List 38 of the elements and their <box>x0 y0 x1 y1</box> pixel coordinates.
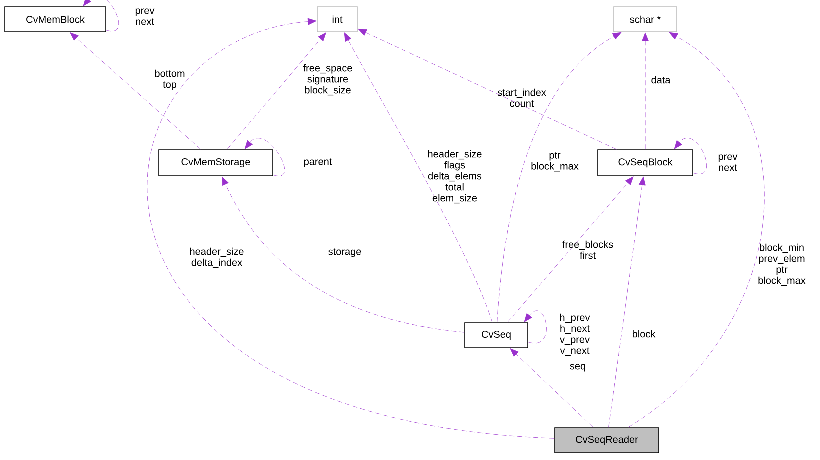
edge-label: start_index count <box>498 88 546 108</box>
edge-label: header_size flags delta_elems total elem_size <box>428 150 482 204</box>
edge-label: parent <box>304 158 332 168</box>
arrow <box>608 176 646 428</box>
edge-label: prev next <box>136 8 155 26</box>
edge-label: storage <box>328 248 362 258</box>
edge-label: header_size delta_index <box>190 248 244 268</box>
arrow <box>227 32 326 150</box>
arrow <box>70 32 202 150</box>
class-box: CvMemBlock <box>4 6 106 32</box>
class-box: CvSeq <box>464 322 528 348</box>
arrow <box>507 176 634 323</box>
arrow <box>222 176 465 333</box>
edge-label: seq <box>570 364 586 372</box>
arrow <box>147 18 555 439</box>
arrow <box>83 0 119 32</box>
arrow <box>674 138 708 174</box>
edge-label: h_prev h_next v_prev v_next <box>560 314 590 356</box>
arrow <box>628 32 765 428</box>
class-box: int <box>317 6 358 32</box>
edge-label: free_blocks first <box>562 240 614 260</box>
edge-label: bottom top <box>155 70 185 90</box>
arrow <box>497 32 622 323</box>
class-box: schar * <box>614 6 678 32</box>
edge-label: block <box>632 330 656 338</box>
edge-label: ptr block_max <box>532 152 579 172</box>
arrow <box>510 348 594 428</box>
arrow <box>524 310 547 344</box>
arrow <box>344 32 493 323</box>
edge-label: block_min prev_elem ptr block_max <box>758 244 806 286</box>
class-box: CvSeqBlock <box>598 150 694 176</box>
class-box: CvSeqReader <box>554 428 660 454</box>
arrow <box>642 32 649 150</box>
arrow <box>358 29 617 150</box>
edge-label: free_space signature block_size <box>303 64 352 96</box>
class-box: CvMemStorage <box>158 150 274 176</box>
edge-label: data <box>652 76 671 84</box>
edge-label: prev next <box>718 154 738 172</box>
